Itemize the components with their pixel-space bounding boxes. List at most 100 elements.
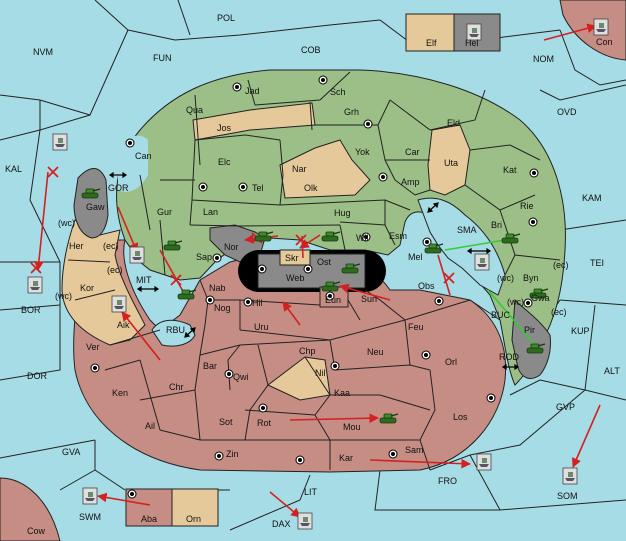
aba-box [125,488,173,527]
sea-label-fro: FRO [438,476,457,486]
sea-label-nom: NOM [533,54,554,64]
province-label-hug: Hug [334,208,351,218]
province-label-ken: Ken [112,388,128,398]
province-label-eld: Eld [447,118,460,128]
province-label-lan: Lan [203,207,218,217]
coast-tag-gwa-wc: (wc) [507,297,524,307]
coast-tag-kor-ec: (ec) [107,265,123,275]
province-label-esm: Esm [389,231,407,241]
province-label-nil: Nil [315,368,326,378]
tan-uta [427,124,471,196]
sea-label-pol: POL [217,13,235,23]
sea-label-dor: DOR [27,371,48,381]
province-label-feu: Feu [408,322,424,332]
sea-label-dax: DAX [272,519,291,529]
province-label-yok: Yok [355,147,370,157]
province-label-bar: Bar [203,361,217,371]
province-label-gur: Gur [157,207,172,217]
sea-label-tei: TEI [590,258,604,268]
province-label-grh: Grh [344,107,359,117]
province-label-rot: Rot [257,418,272,428]
sea-labels: POL NVM FUN COB NOM OVD KAL KAM GOR SMA … [5,13,620,529]
province-label-rie: Rie [520,201,534,211]
province-label-jos: Jos [217,123,232,133]
gaw-peninsula [73,168,109,239]
pir-peninsula [511,298,551,379]
province-label-skr: Skr [285,253,299,263]
province-label-sam: Sam [405,445,424,455]
province-label-elc: Elc [218,157,231,167]
province-label-kar: Kar [339,453,353,463]
province-label-aba: Aba [141,514,157,524]
sea-label-rod: ROD [499,352,520,362]
province-label-ver: Ver [86,342,100,352]
sea-label-ovd: OVD [557,107,577,117]
province-label-kor: Kor [80,283,94,293]
elf-box [405,13,455,52]
province-label-her: Her [69,241,84,251]
support-orders [444,239,536,346]
sea-label-mit: MIT [136,275,152,285]
province-label-con: Con [596,37,613,47]
province-label-zin: Zin [226,449,239,459]
province-label-car: Car [405,147,420,157]
province-label-olk: Olk [304,183,318,193]
province-label-qua: Qua [186,105,203,115]
province-label-nar: Nar [292,164,307,174]
province-label-uta: Uta [444,158,458,168]
province-label-neu: Neu [367,347,384,357]
sea-label-kal: KAL [5,164,22,174]
province-label-kaa: Kaa [334,388,350,398]
coast-tag-her-ec: (ec) [103,241,119,251]
province-label-orn: Orn [186,514,201,524]
sea-label-gor: GOR [108,183,129,193]
province-label-chp: Chp [299,346,316,356]
province-label-orl: Orl [445,357,457,367]
coast-tag-kor-wc: (wc) [55,291,72,301]
coast-tag-byn-ec: (ec) [553,260,569,270]
sea-label-lit: LIT [304,487,318,497]
province-label-ost: Ost [317,257,332,267]
province-labels: Elf Hel Con Cow Jad Sch Qua Jos Grh Eld … [27,37,613,536]
sea-label-rbu: RBU [166,325,185,335]
province-label-sun: Sun [361,294,377,304]
coast-tag-byn-wc: (wc) [497,273,514,283]
province-label-mou: Mou [343,422,361,432]
province-label-uru: Uru [254,322,269,332]
sea-label-kam: KAM [582,193,602,203]
province-label-can: Can [135,151,152,161]
province-label-tel: Tel [252,183,264,193]
province-label-qwi: Qwi [233,372,249,382]
province-label-hil: Hil [252,298,263,308]
sea-label-alt: ALT [604,366,620,376]
orn-box [171,488,219,527]
tan-borders [67,259,116,301]
sea-label-gvp: GVP [556,402,575,412]
sea-label-fun: FUN [153,53,172,63]
province-label-amp: Amp [401,177,420,187]
province-label-byn: Byn [523,273,539,283]
coast-tag-gaw-wc: (wc) [58,218,75,228]
province-label-elf: Elf [426,38,437,48]
sea-label-nvm: NVM [33,47,53,57]
green-borders [139,71,561,276]
province-label-nog: Nog [214,303,231,313]
province-label-eun: Eun [325,295,341,305]
province-label-gwa: Gwa [531,293,550,303]
province-label-pir: Pir [524,325,535,335]
province-label-mel: Mel [408,252,423,262]
tan-nil [267,356,331,401]
sea-label-gva: GVA [62,447,80,457]
sea-label-cob: COB [301,45,321,55]
sea-label-som: SOM [557,491,578,501]
sea-label-buc: BUC [491,310,511,320]
coast-tags: (wc) (ec) (ec) (wc) (wc) (ec) (wc) (ec) [55,218,569,317]
province-label-sap: Sap [196,252,212,262]
province-label-ail: Ail [145,421,155,431]
province-label-cow: Cow [27,526,46,536]
province-label-kat: Kat [503,165,517,175]
province-label-gaw: Gaw [86,202,105,212]
province-label-web: Web [286,273,304,283]
